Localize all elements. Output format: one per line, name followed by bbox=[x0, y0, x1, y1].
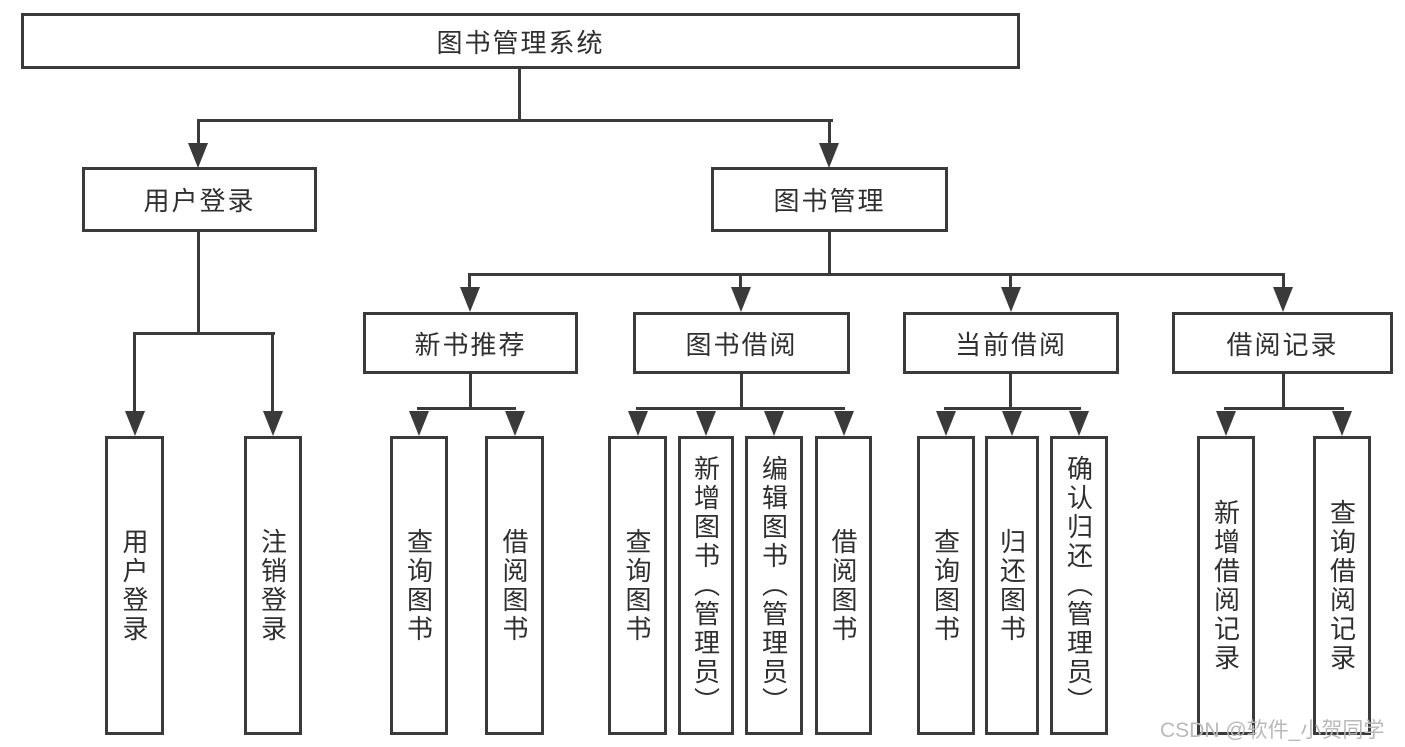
leaf-bb-edit-book-label: 编辑图书（管理员） bbox=[758, 455, 789, 716]
arrow-to-book-management-icon bbox=[819, 143, 839, 168]
leaf-logout: 注销登录 bbox=[244, 436, 302, 735]
arrow-to-book-borrow-icon bbox=[731, 287, 751, 312]
arrow-to-br-query-record-icon bbox=[1332, 411, 1352, 436]
arrow-to-rec-borrow-book-icon bbox=[505, 411, 525, 436]
connector-to-recommend-stem bbox=[468, 273, 471, 289]
leaf-rec-query-book: 查询图书 bbox=[390, 436, 448, 735]
leaf-br-add-record: 新增借阅记录 bbox=[1197, 436, 1255, 735]
arrow-to-new-book-recommend-icon bbox=[460, 287, 480, 312]
connector-userlogin-hbar bbox=[133, 332, 275, 335]
node-new-book-recommend-label: 新书推荐 bbox=[414, 329, 527, 360]
leaf-cb-query-book: 查询图书 bbox=[917, 436, 975, 735]
leaf-bb-borrow-book: 借阅图书 bbox=[815, 436, 872, 735]
node-book-borrow: 图书借阅 bbox=[633, 312, 850, 374]
node-root: 图书管理系统 bbox=[21, 13, 1020, 69]
arrow-to-cb-return-book-icon bbox=[1002, 411, 1022, 436]
leaf-br-query-record: 查询借阅记录 bbox=[1313, 436, 1371, 735]
connector-bookmgmt-hbar bbox=[468, 273, 1285, 276]
arrow-to-current-borrow-icon bbox=[1001, 287, 1021, 312]
leaf-cb-confirm-return-label: 确认归还（管理员） bbox=[1063, 455, 1094, 716]
node-current-borrow-label: 当前借阅 bbox=[954, 329, 1067, 360]
leaf-bb-add-book-label: 新增图书（管理员） bbox=[690, 455, 721, 716]
leaf-bb-add-book: 新增图书（管理员） bbox=[678, 436, 734, 735]
leaf-rec-borrow-book-label: 借阅图书 bbox=[499, 527, 529, 644]
connector-root-hbar bbox=[197, 119, 833, 122]
arrow-to-leaf-logout-icon bbox=[263, 411, 283, 436]
leaf-user-login: 用户登录 bbox=[105, 436, 164, 735]
connector-userlogin-right-stem bbox=[271, 332, 274, 412]
leaf-br-add-record-label: 新增借阅记录 bbox=[1210, 498, 1241, 673]
node-book-borrow-label: 图书借阅 bbox=[685, 329, 798, 360]
node-user-login-label: 用户登录 bbox=[143, 186, 256, 216]
leaf-logout-label: 注销登录 bbox=[257, 527, 288, 644]
node-current-borrow: 当前借阅 bbox=[903, 312, 1119, 374]
node-book-management-label: 图书管理 bbox=[773, 186, 886, 216]
connector-recommend-stem bbox=[469, 374, 472, 410]
node-borrow-records-label: 借阅记录 bbox=[1226, 329, 1339, 360]
arrow-to-rec-query-book-icon bbox=[409, 411, 429, 436]
leaf-bb-borrow-book-label: 借阅图书 bbox=[828, 527, 858, 644]
node-new-book-recommend: 新书推荐 bbox=[363, 312, 578, 374]
arrow-to-cb-confirm-return-icon bbox=[1069, 411, 1089, 436]
leaf-bb-edit-book: 编辑图书（管理员） bbox=[745, 436, 803, 735]
node-book-management: 图书管理 bbox=[711, 167, 948, 232]
leaf-bb-query-book: 查询图书 bbox=[608, 436, 667, 735]
arrow-to-bb-add-book-icon bbox=[696, 411, 716, 436]
leaf-cb-query-book-label: 查询图书 bbox=[930, 527, 961, 644]
node-root-label: 图书管理系统 bbox=[436, 27, 605, 58]
arrow-to-bb-query-book-icon bbox=[628, 411, 648, 436]
connector-to-borrowrecords-stem bbox=[1282, 273, 1285, 289]
leaf-bb-query-book-label: 查询图书 bbox=[622, 527, 652, 644]
leaf-rec-query-book-label: 查询图书 bbox=[403, 527, 434, 644]
connector-to-bookborrow-stem bbox=[739, 273, 742, 289]
connector-userlogin-stem bbox=[197, 232, 200, 335]
connector-currentborrow-stem bbox=[1009, 374, 1012, 410]
arrow-to-bb-borrow-book-icon bbox=[834, 411, 854, 436]
connector-root-to-bookmgmt-stem bbox=[828, 119, 831, 145]
connector-currentborrow-hbar bbox=[944, 407, 1081, 410]
leaf-user-login-label: 用户登录 bbox=[119, 527, 149, 644]
node-user-login: 用户登录 bbox=[82, 167, 317, 232]
connector-borrowrecords-stem bbox=[1282, 374, 1285, 410]
arrow-to-cb-query-book-icon bbox=[936, 411, 956, 436]
connector-bookborrow-hbar bbox=[636, 407, 845, 410]
connector-recommend-hbar bbox=[417, 407, 516, 410]
connector-userlogin-left-stem bbox=[133, 332, 136, 412]
leaf-cb-return-book-label: 归还图书 bbox=[996, 527, 1027, 644]
arrow-to-borrow-records-icon bbox=[1273, 287, 1293, 312]
connector-borrowrecords-hbar bbox=[1224, 407, 1344, 410]
connector-bookborrow-stem bbox=[740, 374, 743, 410]
leaf-cb-confirm-return: 确认归还（管理员） bbox=[1050, 436, 1108, 735]
connector-bookmgmt-stem bbox=[828, 232, 831, 276]
arrow-to-leaf-user-login-icon bbox=[125, 411, 145, 436]
arrow-to-user-login-icon bbox=[188, 143, 208, 168]
connector-to-currentborrow-stem bbox=[1009, 273, 1012, 289]
leaf-br-query-record-label: 查询借阅记录 bbox=[1326, 498, 1357, 673]
node-borrow-records: 借阅记录 bbox=[1172, 312, 1393, 374]
connector-root-stem bbox=[518, 69, 521, 122]
connector-root-to-userlogin-stem bbox=[197, 119, 200, 145]
arrow-to-br-add-record-icon bbox=[1216, 411, 1236, 436]
leaf-cb-return-book: 归还图书 bbox=[985, 436, 1039, 735]
arrow-to-bb-edit-book-icon bbox=[764, 411, 784, 436]
leaf-rec-borrow-book: 借阅图书 bbox=[485, 436, 544, 735]
csdn-watermark: CSDN @软件_小贺同学 bbox=[1160, 719, 1385, 742]
